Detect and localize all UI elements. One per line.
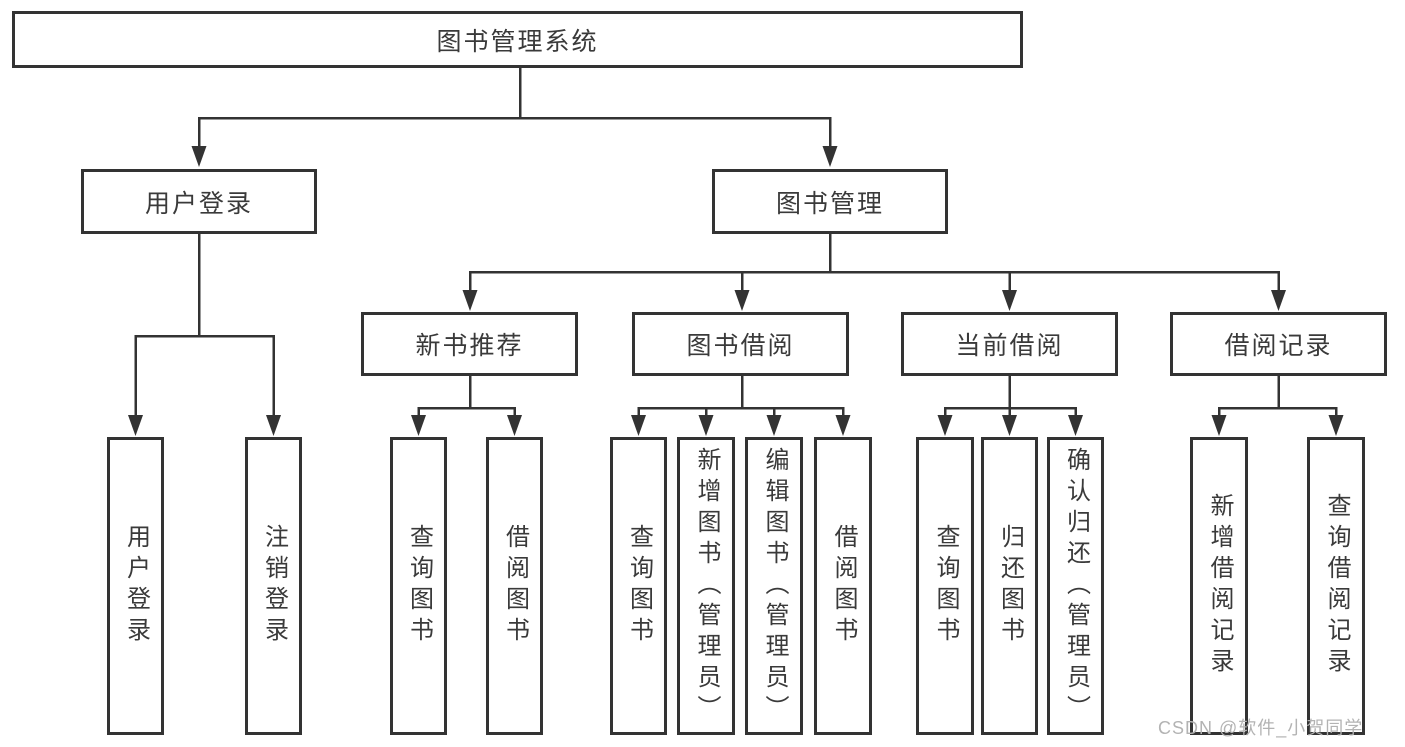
leaf-add-book-admin-label: 新增图书（管理员） bbox=[693, 446, 720, 726]
node-book-management: 图书管理 bbox=[712, 169, 948, 234]
leaf-confirm-return-admin: 确认归还（管理员） bbox=[1047, 437, 1104, 735]
edge-userlogin-to-leaves bbox=[134, 233, 275, 417]
node-book-borrowing: 图书借阅 bbox=[632, 312, 849, 376]
leaf-borrow-books-borrowing-label: 借阅图书 bbox=[830, 524, 857, 648]
leaf-query-books-current-label: 查询图书 bbox=[932, 524, 959, 648]
node-user-login: 用户登录 bbox=[81, 169, 317, 234]
edge-current-to-leaves bbox=[943, 376, 1077, 417]
leaf-query-books-recommend-label: 查询图书 bbox=[405, 524, 433, 648]
leaf-add-borrow-record: 新增借阅记录 bbox=[1190, 437, 1248, 735]
leaf-edit-book-admin: 编辑图书（管理员） bbox=[745, 437, 803, 735]
leaf-confirm-return-admin-label: 确认归还（管理员） bbox=[1062, 446, 1090, 726]
node-borrowing-records-label: 借阅记录 bbox=[1224, 332, 1333, 360]
leaf-return-book: 归还图书 bbox=[981, 437, 1038, 735]
leaf-query-borrow-record-label: 查询借阅记录 bbox=[1323, 493, 1350, 679]
node-current-borrowing: 当前借阅 bbox=[901, 312, 1118, 376]
watermark: CSDN @软件_小贺同学 bbox=[1158, 718, 1364, 738]
edge-records-to-leaves bbox=[1217, 376, 1338, 417]
node-book-management-label: 图书管理 bbox=[775, 189, 884, 218]
leaf-user-login: 用户登录 bbox=[107, 437, 164, 735]
edge-newbook-to-leaves bbox=[417, 376, 516, 417]
leaf-user-login-label: 用户登录 bbox=[122, 524, 150, 648]
node-borrowing-records: 借阅记录 bbox=[1170, 312, 1387, 376]
node-book-borrowing-label: 图书借阅 bbox=[686, 332, 795, 360]
edge-bookmgmt-to-level3 bbox=[468, 233, 1280, 293]
leaf-query-books-recommend: 查询图书 bbox=[390, 437, 447, 735]
leaf-edit-book-admin-label: 编辑图书（管理员） bbox=[761, 446, 788, 726]
node-root: 图书管理系统 bbox=[12, 11, 1023, 68]
node-user-login-label: 用户登录 bbox=[144, 189, 253, 218]
arrowheads bbox=[128, 146, 1344, 436]
leaf-logout-label: 注销登录 bbox=[260, 524, 288, 648]
leaf-borrow-books-recommend: 借阅图书 bbox=[486, 437, 543, 735]
leaf-return-book-label: 归还图书 bbox=[996, 524, 1024, 648]
node-new-book-recommend: 新书推荐 bbox=[361, 312, 578, 376]
leaf-add-book-admin: 新增图书（管理员） bbox=[677, 437, 735, 735]
node-root-label: 图书管理系统 bbox=[436, 27, 599, 56]
node-new-book-recommend-label: 新书推荐 bbox=[415, 332, 524, 360]
edge-root-to-level2 bbox=[197, 68, 832, 148]
leaf-add-borrow-record-label: 新增借阅记录 bbox=[1206, 493, 1233, 679]
leaf-query-books-current: 查询图书 bbox=[916, 437, 974, 735]
leaf-query-books-borrowing: 查询图书 bbox=[610, 437, 667, 735]
node-current-borrowing-label: 当前借阅 bbox=[955, 332, 1064, 360]
leaf-borrow-books-borrowing: 借阅图书 bbox=[814, 437, 872, 735]
leaf-query-borrow-record: 查询借阅记录 bbox=[1307, 437, 1365, 735]
leaf-query-books-borrowing-label: 查询图书 bbox=[625, 524, 653, 648]
leaf-borrow-books-recommend-label: 借阅图书 bbox=[501, 524, 529, 648]
edge-borrow-to-leaves bbox=[637, 376, 845, 417]
leaf-logout: 注销登录 bbox=[245, 437, 302, 735]
